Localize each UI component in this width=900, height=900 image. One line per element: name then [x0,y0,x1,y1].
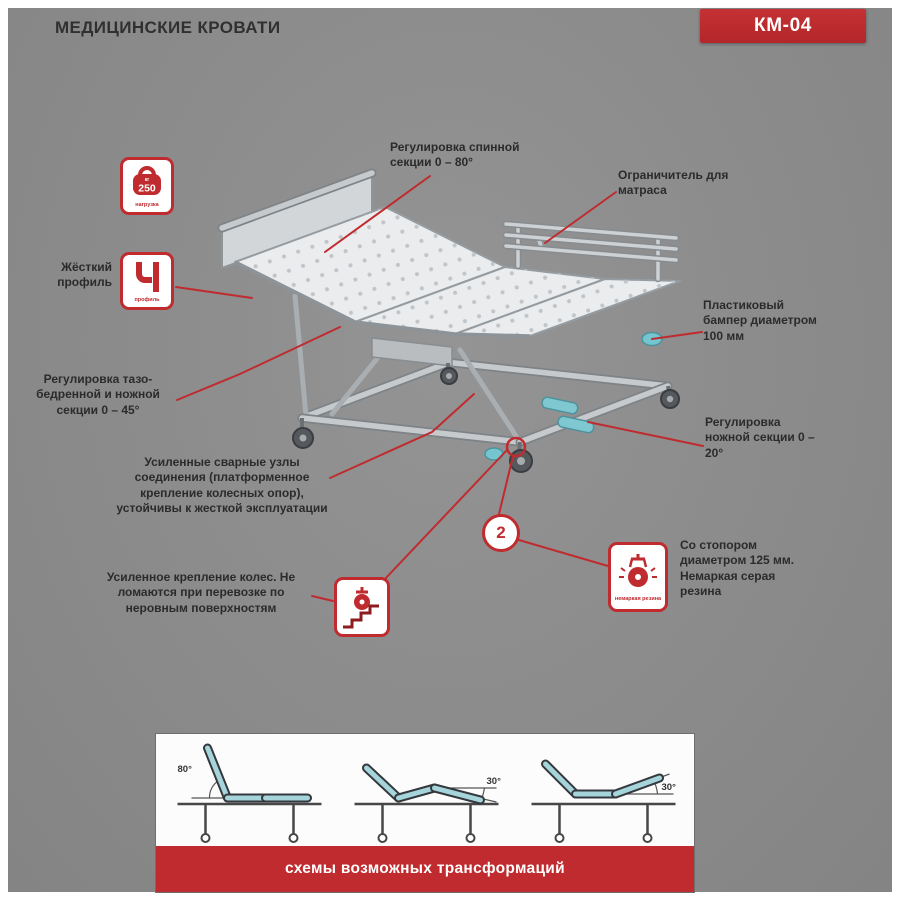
stopper-caption: немаркая резина [614,596,662,603]
label-mattress-stop: Ограничитель для матраса [618,168,729,198]
angle-label: 30° [487,776,502,787]
label-hip-section: Регулировка тазо-бедренной и ножной секц… [36,372,160,417]
transformations-banner: схемы возможных трансформаций [156,846,694,892]
wheel-on-stairs-icon [334,577,390,637]
profile-shape-icon [136,262,159,293]
label-bumper: Пластиковый бампер диаметром 100 мм [703,298,817,343]
max-load-icon: кг 250 нагрузка [120,157,174,215]
transformation-scheme-1: 80° [177,743,322,843]
stopper-wheel-glyph [619,554,657,588]
caster-wheels [292,363,680,473]
pedals [541,396,595,434]
page-title: МЕДИЦИНСКИЕ КРОВАТИ [55,18,281,37]
label-welded-joints: Усиленные сварные узлы соединения (платф… [116,455,328,516]
leader-lines [175,175,704,602]
label-stopper-wheel: Со стопором диаметром 125 мм. Немаркая с… [680,538,795,599]
transformation-scheme-2: 30° [354,763,502,843]
max-load-caption: нагрузка [135,202,159,209]
wheel-count-badge: 2 [482,514,520,552]
svg-text:кг: кг [145,177,150,183]
base-frame [292,293,673,447]
label-rigid-profile: Жёсткий профиль [57,260,112,290]
side-rail [502,220,680,283]
label-leg-section: Регулировка ножной секции 0 – 20° [705,415,815,460]
lift-column [371,337,453,367]
label-wheel-mount: Усиленное крепление колес. Не ломаются п… [106,570,296,615]
bed-illustration [175,168,704,602]
svg-text:250: 250 [138,183,156,195]
mattress-platform [234,206,681,338]
label-back-section: Регулировка спинной секции 0 – 80° [390,140,520,170]
wheel-stairs-glyph [343,587,379,629]
transformations-panel: 80° 30° [155,733,695,893]
stopper-wheel-icon: немаркая резина [608,542,668,612]
angle-label: 30° [662,782,677,793]
schematics-row: 80° 30° [162,738,691,848]
profile-caption: профиль [134,297,160,304]
rigid-profile-icon: профиль [120,252,174,310]
wheel-marker-circle [505,436,527,458]
model-badge: КМ-04 [700,9,866,43]
transformation-scheme-3: 30° [531,759,677,843]
kettlebell-icon: кг 250 [133,166,161,196]
angle-label: 80° [178,764,193,775]
